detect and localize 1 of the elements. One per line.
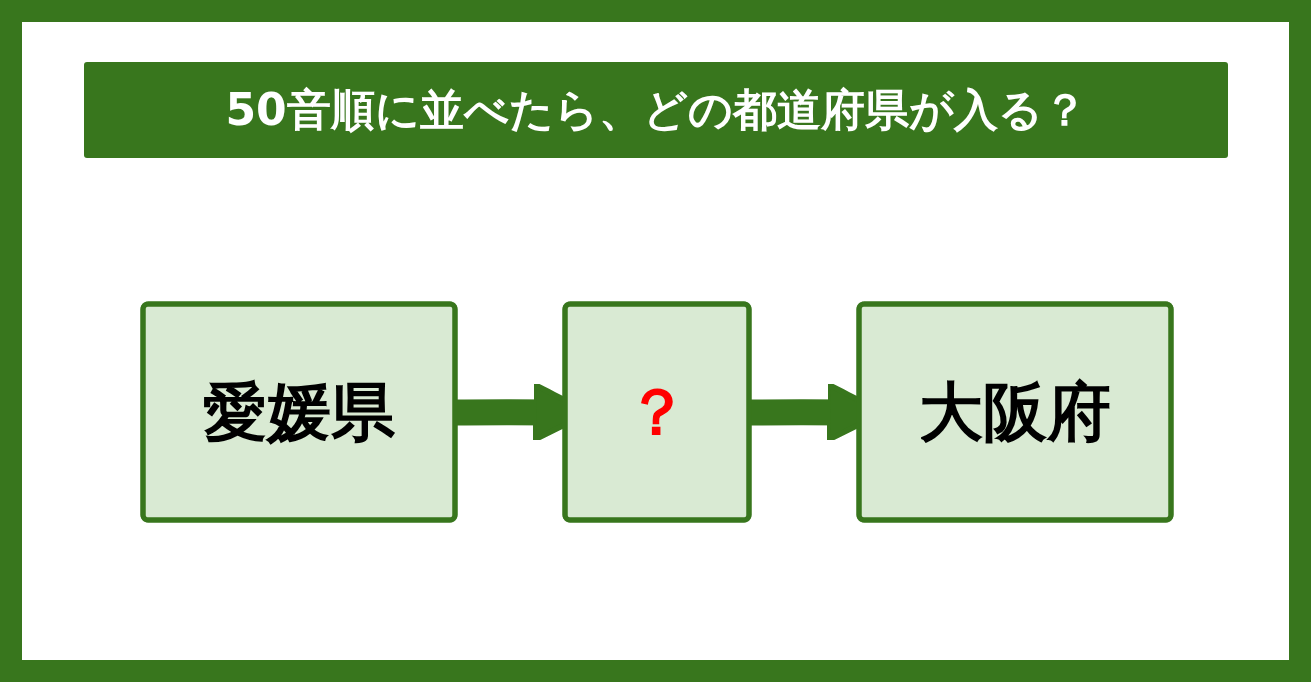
title-banner: 50音順に並べたら、どの都道府県が入る？ [84, 62, 1228, 158]
